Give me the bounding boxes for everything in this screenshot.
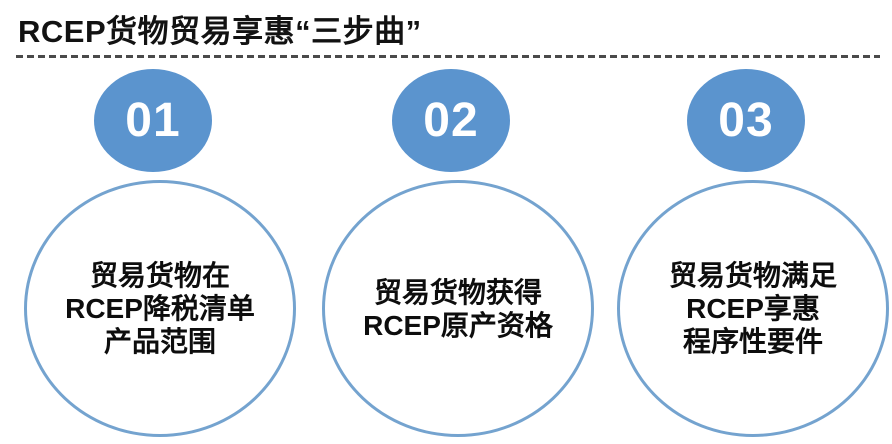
step-number-badge-1: 01 (94, 69, 212, 172)
step-description-line: 贸易货物在 (89, 260, 230, 291)
step-description-line: 贸易货物获得 (373, 276, 542, 308)
step-number-text: 02 (423, 93, 479, 147)
step-number-text: 03 (718, 93, 774, 147)
step-column-3: 03 贸易货物满足 RCEP享惠 程序性要件 (617, 0, 889, 444)
step-detail-circle-1: 贸易货物在 RCEP降税清单 产品范围 (24, 180, 296, 437)
page-title: RCEP货物贸易享惠“三步曲” (18, 14, 422, 49)
step-number-text: 01 (125, 93, 181, 147)
step-detail-circle-3: 贸易货物满足 RCEP享惠 程序性要件 (617, 180, 889, 437)
step-description-line: 产品范围 (103, 326, 216, 357)
title-divider-dashed-line (16, 55, 880, 58)
step-number-badge-2: 02 (392, 69, 510, 172)
step-description-line: RCEP原产资格 (363, 309, 553, 341)
step-column-2: 02 贸易货物获得 RCEP原产资格 (322, 0, 594, 444)
step-description: 贸易货物在 RCEP降税清单 产品范围 (65, 259, 255, 358)
step-number-badge-3: 03 (687, 69, 805, 172)
step-detail-circle-2: 贸易货物获得 RCEP原产资格 (322, 180, 594, 437)
step-description: 贸易货物获得 RCEP原产资格 (363, 276, 553, 342)
step-description-line: 贸易货物满足 (668, 260, 837, 291)
step-description-line: RCEP降税清单 (65, 293, 255, 324)
step-description-line: 程序性要件 (682, 326, 823, 357)
step-description: 贸易货物满足 RCEP享惠 程序性要件 (669, 259, 837, 358)
step-column-1: 01 贸易货物在 RCEP降税清单 产品范围 (24, 0, 296, 444)
step-description-line: RCEP享惠 (686, 293, 820, 324)
